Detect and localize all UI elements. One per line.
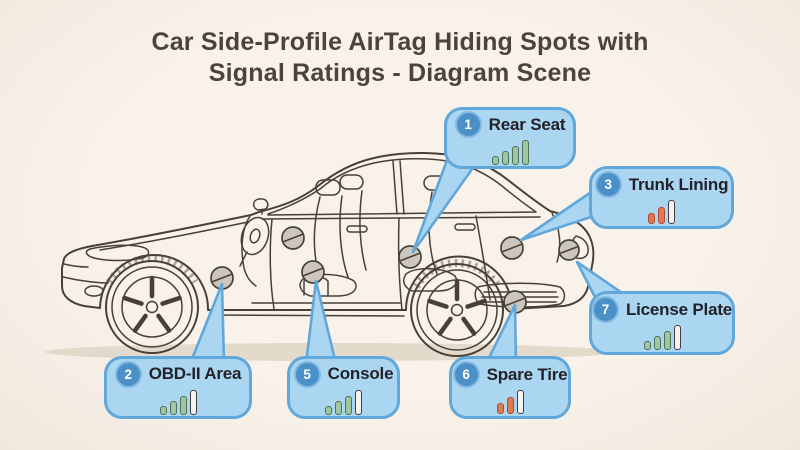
signal-bars [648,200,675,224]
signal-bar-filled [511,146,519,165]
signal-bar-filled [501,151,509,165]
spot-label: Console [327,364,394,383]
signal-bar-filled [491,156,499,165]
signal-bar-filled [345,395,352,415]
airtag-markers [210,226,580,314]
airtag-marker-rear-seat [398,245,422,269]
spot-number-badge: 5 [293,360,321,388]
signal-bars [643,325,681,350]
signal-bar-empty [516,390,524,414]
airtag-marker-seatback [281,226,305,250]
spot-number-badge: 7 [591,296,619,323]
callout-console: 5 Console [287,356,400,419]
rear-wheel [410,263,504,357]
spot-label: Trunk Lining [628,174,729,194]
title-line-2: Signal Ratings - Diagram Scene [208,59,592,87]
spot-number-badge: 1 [454,111,482,138]
signal-bar-filled [169,400,177,415]
airtag-marker-trunk [500,236,524,260]
front-arch-hatching [106,254,198,285]
signal-bars [491,140,529,165]
callout-pointers [188,150,627,366]
car-illustration [61,151,595,357]
signal-bar-empty [189,389,197,415]
signal-bar-empty [668,200,675,224]
callout-license-plate: 7 License Plate [589,291,735,355]
diagram-title: Car Side-Profile AirTag Hiding Spots wit… [0,27,800,89]
spot-label: Spare Tire [486,364,568,384]
signal-bar-filled [658,207,665,224]
pointer-console [304,279,338,366]
signal-bar-empty [673,325,681,350]
signal-bar-filled [653,336,661,350]
signal-bar-filled [663,331,671,350]
airtag-marker-license [558,239,580,261]
signal-bar-filled [159,405,167,415]
title-line-1: Car Side-Profile AirTag Hiding Spots wit… [151,28,649,56]
signal-bar-filled [179,395,187,415]
signal-bar-filled [506,397,514,414]
spot-number-badge: 3 [594,171,622,198]
callout-trunk-lining: 3 Trunk Lining [589,166,734,229]
spot-number-badge: 6 [452,361,480,388]
spot-label: License Plate [625,299,733,319]
signal-bar-filled [643,341,651,350]
front-wheel [105,260,199,354]
airtag-marker-console [301,260,325,284]
signal-bars [496,390,524,414]
signal-bar-empty [355,389,362,415]
car-interior [239,174,458,297]
signal-bar-filled [496,403,504,414]
spot-label: OBD-II Area [148,364,242,383]
airtag-marker-obd [210,266,234,290]
callout-rear-seat: 1 Rear Seat [444,107,576,169]
spot-label: Rear Seat [488,114,566,134]
callout-obd-area: 2 OBD-II Area [104,356,252,419]
signal-bar-filled [648,213,655,224]
signal-bar-filled [521,140,529,165]
callout-spare-tire: 6 Spare Tire [449,356,571,419]
signal-bar-filled [335,400,342,415]
signal-bars [159,389,197,415]
signal-bars [325,389,362,415]
signal-bar-filled [325,405,332,415]
spot-number-badge: 2 [114,360,142,388]
